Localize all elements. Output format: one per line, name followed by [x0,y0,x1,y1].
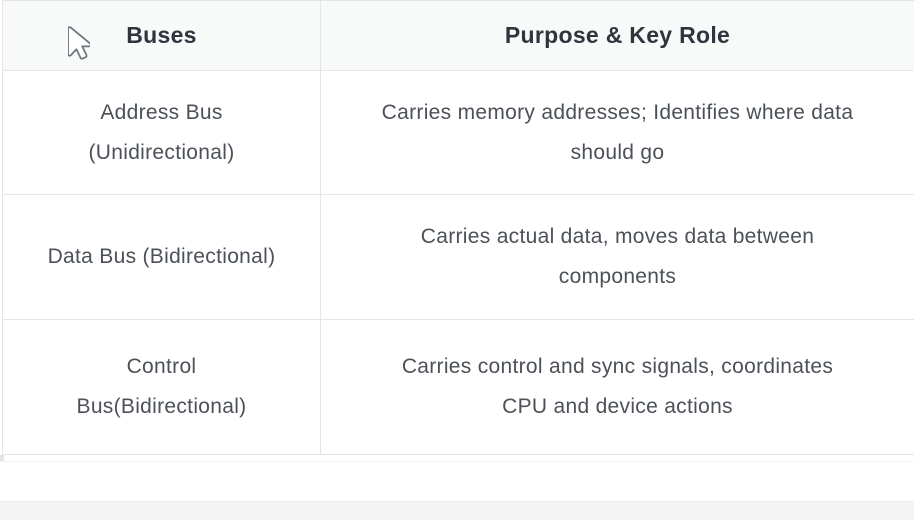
cell-text-line: Data Bus (Bidirectional) [47,245,276,268]
cell-bus-name: Address Bus (Unidirectional) [3,71,321,194]
cell-text-line: Address Bus [100,100,223,124]
column-header-buses: Buses [3,1,321,70]
column-header-purpose: Purpose & Key Role [504,22,731,48]
cell-text-line: Control [126,355,197,378]
cell-bus-name: Control Bus(Bidirectional) [3,320,321,454]
section-divider-line [0,461,914,462]
cell-text-line: Carries control and sync signals, coordi… [401,355,834,378]
cell-text-line: Carries actual data, moves data between [420,225,815,248]
cell-text-line: should go [570,140,665,164]
buses-table: Buses Purpose & Key Role Address Bus (Un… [2,0,914,455]
cell-text-line: CPU and device actions [502,395,733,418]
cell-purpose: Carries control and sync signals, coordi… [321,320,914,454]
table-row-control-bus: Control Bus(Bidirectional) Carries contr… [3,320,914,455]
cell-text-line: components [558,265,677,288]
cell-text-line: Bus(Bidirectional) [76,395,247,418]
cell-purpose: Carries memory addresses; Identifies whe… [321,71,914,194]
cell-purpose: Carries actual data, moves data between … [321,195,914,319]
cell-text-line: (Unidirectional) [88,140,235,164]
table-header-row: Buses Purpose & Key Role [3,1,914,71]
table-row-data-bus: Data Bus (Bidirectional) Carries actual … [3,195,914,320]
cell-text-line: Carries memory addresses; Identifies whe… [381,100,854,124]
table-left-edge-cap [0,455,4,462]
next-section-bar [0,501,914,520]
cell-bus-name: Data Bus (Bidirectional) [3,195,321,319]
table-row-address-bus: Address Bus (Unidirectional) Carries mem… [3,71,914,195]
